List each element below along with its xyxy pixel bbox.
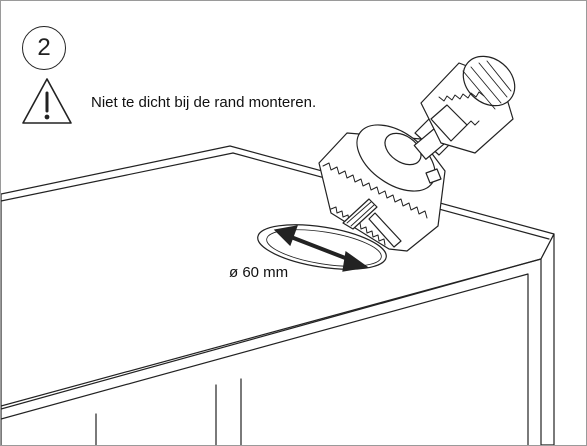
saw-teeth (322, 162, 428, 219)
cabinet-door-left (95, 378, 242, 445)
cabinet-left-edge-line (1, 152, 234, 202)
cabinet-front-panel (1, 273, 529, 445)
hole-saw-slot (368, 212, 402, 248)
chuck-back (462, 55, 516, 107)
hole-saw-hub (384, 132, 422, 166)
diameter-label: ø 60 mm (229, 264, 289, 281)
chuck-ribs (462, 60, 512, 110)
pilot-drill-flute (346, 201, 375, 227)
step-number-badge: 2 (22, 26, 66, 70)
drill-chuck (420, 55, 516, 154)
cabinet-front-edge (1, 258, 542, 407)
warning-text: Niet te dicht bij de rand monteren. (91, 94, 317, 111)
warning-triangle-icon (22, 78, 72, 124)
hole-saw-pin (425, 168, 442, 184)
chuck-nose (430, 104, 468, 142)
cabinet (1, 145, 555, 445)
diameter-arrow (273, 225, 369, 272)
step-number: 2 (37, 34, 51, 61)
hole-saw (318, 124, 446, 252)
drill-hole-inner (266, 229, 382, 267)
cabinet-front-face (540, 233, 555, 445)
pilot-drill (342, 198, 378, 230)
